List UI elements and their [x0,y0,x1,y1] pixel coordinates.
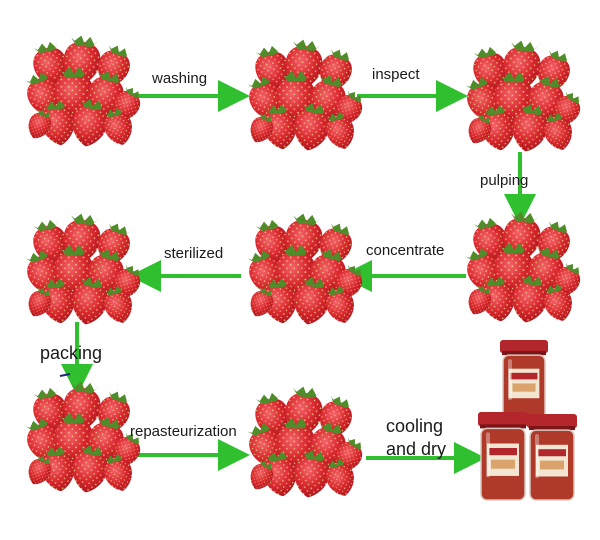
step-label-inspect: inspect [372,66,420,83]
strawberry-cluster-5 [243,212,368,328]
strawberry-cluster-8 [243,385,368,501]
step-label-repasteurization: repasteurization [130,423,237,440]
strawberry-cluster-3 [461,39,586,155]
jam-jar-bottom-right [527,414,577,500]
strawberry-cluster-1 [21,34,146,150]
strawberry-cluster-2 [243,38,368,154]
step-label-packing: packing [40,342,102,364]
step-label-cooling-line1: cooling [386,415,443,437]
strawberry-cluster-4 [461,210,586,326]
jam-jar-bottom-left [478,412,528,500]
step-label-concentrate: concentrate [366,242,444,259]
strawberry-cluster-6 [21,212,146,328]
jam-jar-top [500,340,548,420]
step-label-cooling-line2: and dry [386,438,446,460]
stray-mark [60,374,70,376]
strawberry-cluster-7 [21,380,146,496]
step-label-sterilized: sterilized [164,245,223,262]
step-label-pulping: pulping [480,172,528,189]
step-label-washing: washing [152,70,207,87]
